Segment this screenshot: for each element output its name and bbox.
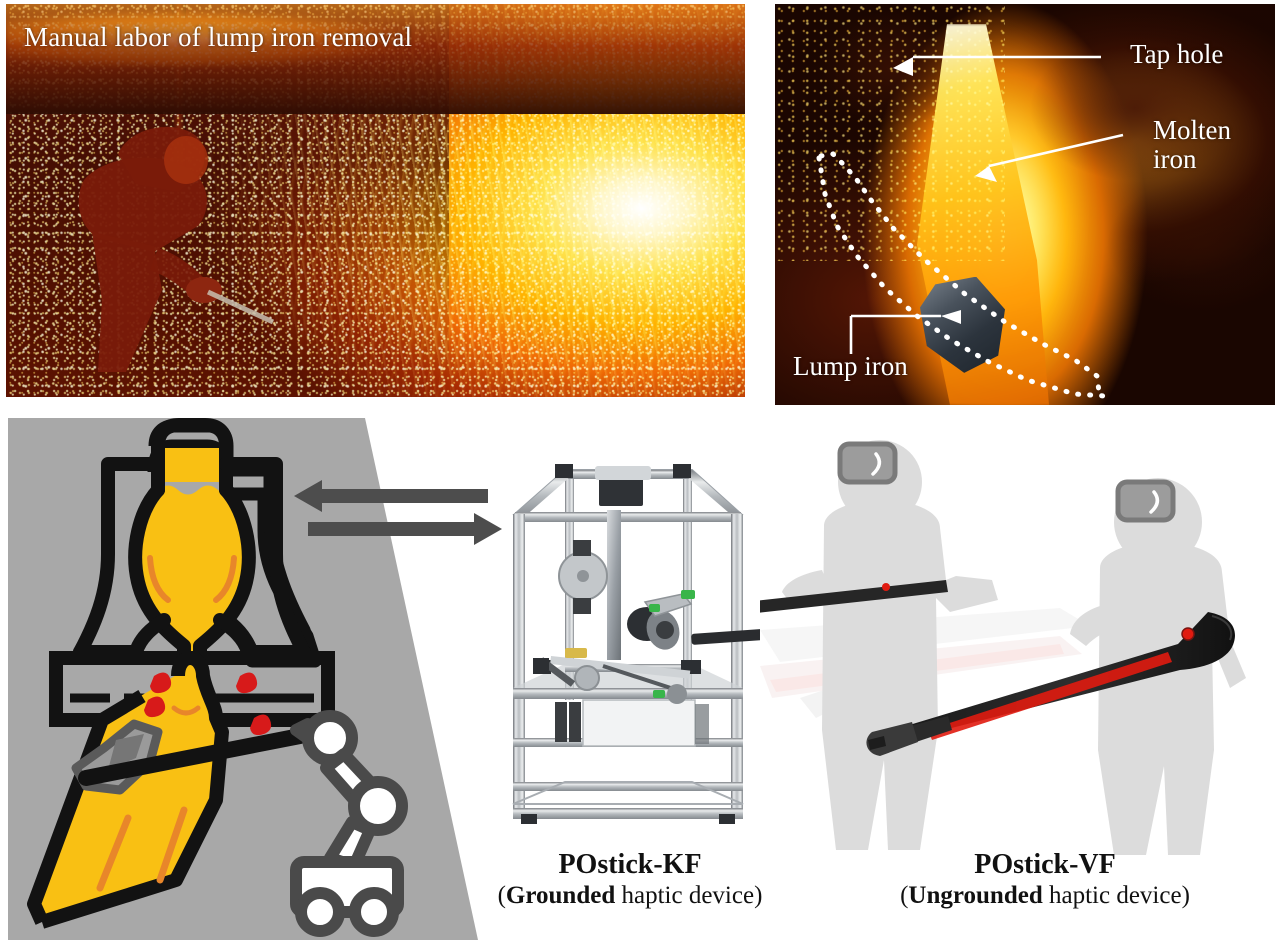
frame-lower-rails xyxy=(512,738,744,824)
stream-shine-1 xyxy=(171,705,201,716)
gimbal-head xyxy=(627,590,695,650)
schematic-panel xyxy=(8,418,480,940)
postick-kf-device-photo xyxy=(495,452,842,837)
mobile-robot-arm xyxy=(290,710,408,937)
haptic-frame-drawing xyxy=(512,464,842,824)
annotation-molten-iron-line1: Molten xyxy=(1153,115,1231,145)
operator-right-body xyxy=(1098,542,1246,855)
photo-right-annotation-overlay xyxy=(816,55,1124,399)
rod-red-marker xyxy=(882,583,890,591)
vf-stick-red-stripe xyxy=(928,652,1172,740)
caption-postick-vf: POstick-VF (Ungrounded haptic device) xyxy=(880,848,1210,911)
molten-shine-left xyxy=(147,555,171,603)
schematic-drawing xyxy=(27,418,408,937)
robot-wheel-right xyxy=(349,887,399,937)
operators-and-vf-device xyxy=(690,430,1280,855)
tap-hole-arrow-head xyxy=(893,57,913,76)
molten-surface-wave xyxy=(158,482,232,495)
spark-drop-4 xyxy=(250,714,272,736)
molten-iron-leader-line xyxy=(988,133,1124,168)
operator-rod xyxy=(691,623,842,645)
vf-stick-tip-fork xyxy=(868,736,886,750)
postick-vf-subtitle-bold: Ungrounded xyxy=(908,882,1043,910)
iron-spray-particles xyxy=(775,4,1005,261)
postick-kf-subtitle-rest: haptic device xyxy=(615,882,755,910)
postick-kf-subtitle-bold: Grounded xyxy=(505,882,616,910)
worker-silhouette xyxy=(78,126,275,372)
controller-box xyxy=(555,699,709,747)
postick-kf-subtitle: (Grounded haptic device) xyxy=(497,882,763,910)
operators-drawing xyxy=(690,440,1246,855)
spark-drop-1 xyxy=(150,672,172,694)
lower-linkage xyxy=(533,648,691,704)
arrow-pointing-right xyxy=(308,513,502,545)
vf-stick-highlight xyxy=(1211,615,1233,641)
spark-drop-3 xyxy=(236,672,258,694)
capstan-pulley xyxy=(558,540,608,614)
operator-left-vr-headset xyxy=(837,441,898,485)
stream-shine-2 xyxy=(96,814,132,892)
runner-stream-outline xyxy=(27,651,229,929)
robot-rod xyxy=(78,728,308,786)
postick-vf-subtitle: (Ungrounded haptic device) xyxy=(900,882,1190,910)
annotation-molten-iron-line2: iron xyxy=(1153,144,1197,175)
caption-postick-kf: POstick-KF (Grounded haptic device) xyxy=(495,848,765,911)
operator-right-vr-headset xyxy=(1115,479,1176,523)
molten-shine-right xyxy=(213,555,237,603)
molten-iron-arrow-head xyxy=(975,166,997,182)
annotation-lump-iron: Lump iron xyxy=(793,351,908,381)
postick-vf-name: POstick-VF xyxy=(974,849,1116,880)
lump-iron-arrow-head xyxy=(941,310,961,324)
annotation-tap-hole: Tap hole xyxy=(1130,39,1224,69)
operator-right-arm-left xyxy=(1070,606,1116,646)
postick-vf-subtitle-rest: haptic device xyxy=(1042,882,1182,910)
foundry-floor xyxy=(6,4,745,115)
postick-vf-stick xyxy=(866,612,1235,756)
molten-iron-fill xyxy=(135,448,249,654)
spark-drops xyxy=(144,672,272,736)
lump-iron-facet xyxy=(108,734,144,770)
photo-manual-labor: Manual labor of lump iron removal xyxy=(6,4,745,397)
molten-iron-runner-stream xyxy=(36,658,220,920)
photo-left-title: Manual labor of lump iron removal xyxy=(24,22,413,52)
robot-wheel-left xyxy=(295,887,345,937)
headset-highlight-right xyxy=(1149,490,1160,514)
linear-actuator xyxy=(595,466,651,660)
bidirectional-arrows xyxy=(288,472,508,552)
headset-highlight-left xyxy=(871,452,882,476)
photo-tap-hole: Tap hole Molten iron Lump iron xyxy=(775,4,1275,405)
spark-drop-2 xyxy=(144,696,166,718)
arrow-pointing-left xyxy=(294,480,488,512)
vf-stick-grip xyxy=(910,716,952,742)
annotation-molten-iron: Molten iron xyxy=(1153,115,1231,175)
vf-stick-button xyxy=(1181,627,1195,641)
stream-shine-3 xyxy=(156,806,188,884)
vf-stick-body xyxy=(906,612,1235,736)
robot-joint-2 xyxy=(348,776,408,836)
postick-kf-name: POstick-KF xyxy=(558,849,702,880)
operator-left-body xyxy=(822,500,998,850)
